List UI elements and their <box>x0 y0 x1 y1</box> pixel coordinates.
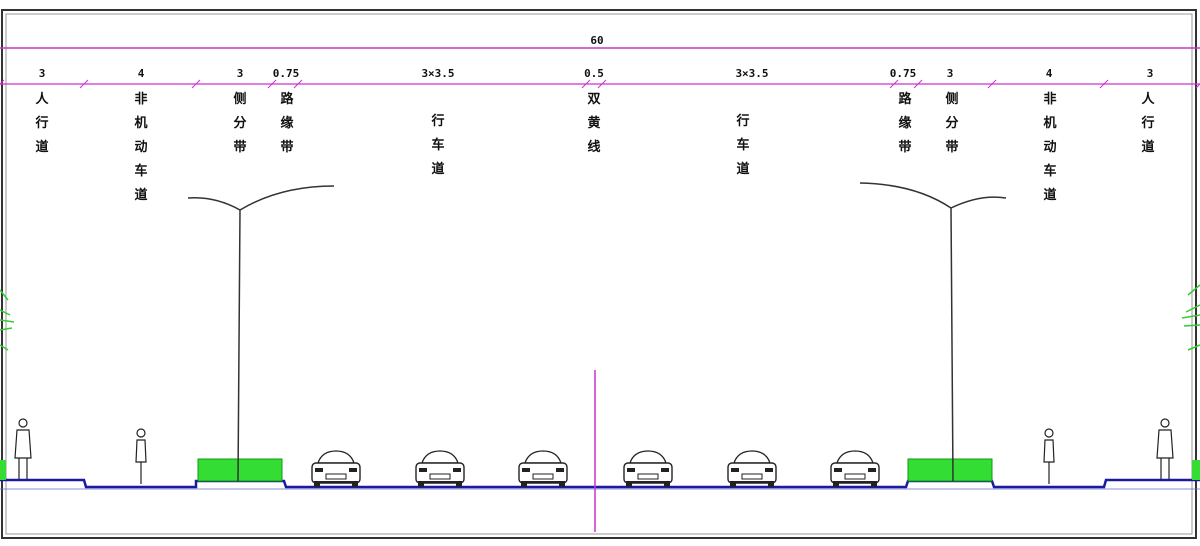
overall-dimension: 60 <box>0 34 1200 49</box>
label-curb-strip-left: 路缘带 <box>280 91 294 155</box>
dim-sidewalk-right: 3 <box>1147 67 1154 80</box>
label-sidewalk-left: 人行道 <box>34 91 49 155</box>
dimension-tick <box>1195 83 1200 89</box>
dim-divider-right: 3 <box>947 67 954 80</box>
dimension-tick <box>293 79 303 89</box>
dim-sidewalk-left: 3 <box>39 67 46 80</box>
label-curb-strip-right: 路缘带 <box>898 91 912 155</box>
label-carriageway-left: 行车道 <box>430 113 444 177</box>
car-icon <box>623 450 673 487</box>
label-bike-lane-left: 非机动车道 <box>134 91 147 203</box>
segment-dimension-line <box>0 79 1200 89</box>
label-sidewalk-right: 人行道 <box>1140 91 1155 155</box>
dimension-tick <box>889 79 899 89</box>
dim-bike-lane-right: 4 <box>1046 67 1053 80</box>
hedge-icon <box>0 458 1200 482</box>
dimension-tick <box>1099 79 1109 89</box>
dim-carriageway-left: 3×3.5 <box>421 67 454 80</box>
dim-carriageway-right: 3×3.5 <box>735 67 768 80</box>
car-icon <box>311 450 361 487</box>
overall-width-text: 60 <box>590 34 603 47</box>
car-icon <box>830 450 880 487</box>
car-icon <box>727 450 777 487</box>
dim-curb-strip-right: 0.75 <box>890 67 917 80</box>
dimension-tick <box>913 79 923 89</box>
dim-center-line: 0.5 <box>584 67 604 80</box>
road-profile <box>0 478 1200 490</box>
dimension-tick <box>597 79 607 89</box>
car-icon <box>518 450 568 487</box>
label-divider-right: 侧分带 <box>945 91 958 155</box>
car-group <box>311 450 880 487</box>
label-center-line: 双黄线 <box>587 92 600 155</box>
dimension-tick <box>267 79 277 89</box>
dim-divider-left: 3 <box>237 67 244 80</box>
label-divider-left: 侧分带 <box>233 91 246 155</box>
street-light-icon <box>187 182 1007 482</box>
car-icon <box>415 450 465 487</box>
segment-dimension-labels: 3 4 3 0.75 3×3.5 0.5 3×3.5 0.75 3 4 3 <box>39 67 1154 80</box>
drawing-frame-inner <box>5 13 1193 535</box>
cyclist-icon <box>135 428 1055 484</box>
label-carriageway-right: 行车道 <box>735 113 749 177</box>
dim-curb-strip-left: 0.75 <box>273 67 300 80</box>
dimension-tick <box>191 79 201 89</box>
drawing-frame <box>1 9 1197 539</box>
dimension-tick <box>0 79 5 85</box>
tree-icon <box>0 284 1200 351</box>
dimension-tick <box>79 79 89 89</box>
dimension-tick <box>987 79 997 89</box>
dimension-tick <box>581 79 591 89</box>
segment-name-labels: 人行道 非机动车道 侧分带 路缘带 行车道 双黄线 行车道 路缘带 侧分带 非机动车道 人行道 <box>34 91 1155 203</box>
label-bike-lane-right: 非机动车道 <box>1043 91 1056 203</box>
pedestrian-icon <box>14 418 1174 479</box>
dim-bike-lane-left: 4 <box>138 67 145 80</box>
